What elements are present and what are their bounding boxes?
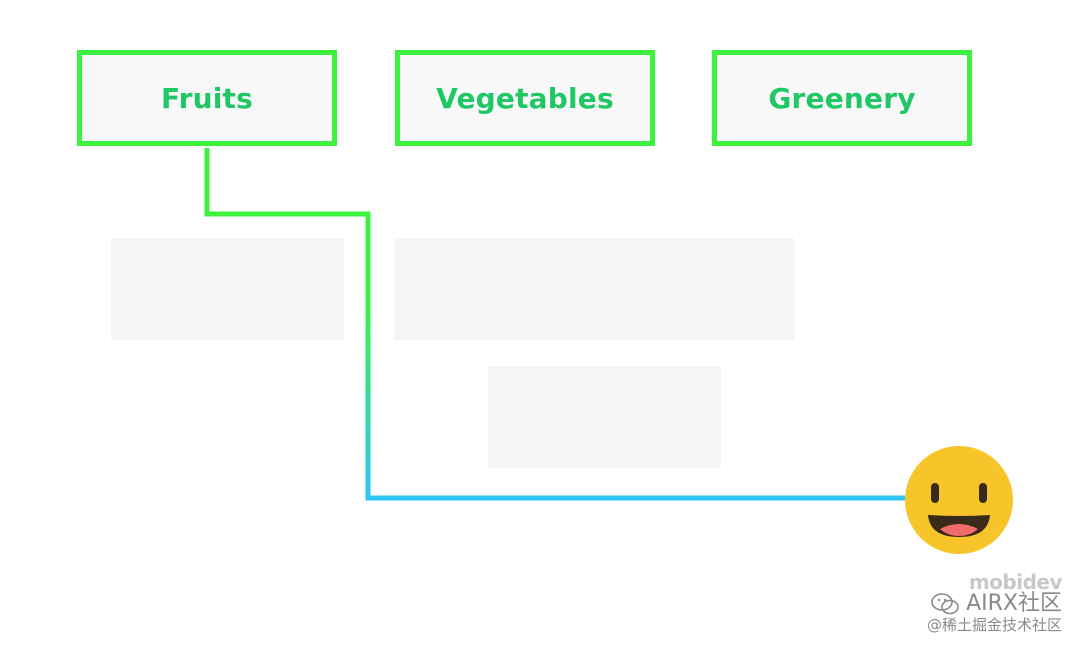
placeholder-block (488, 366, 721, 468)
category-box-fruits[interactable]: Fruits (77, 50, 337, 146)
placeholder-block (111, 238, 344, 340)
category-label: Greenery (768, 81, 916, 115)
watermark: mobidev AIRX社区 @稀土掘金技术社区 (926, 570, 1063, 634)
category-label: Vegetables (436, 81, 614, 115)
placeholder-block (394, 238, 794, 340)
smiling-face-icon (905, 446, 1013, 554)
watermark-community: AIRX社区 (966, 591, 1062, 616)
watermark-community-row: AIRX社区 (927, 592, 1062, 616)
wechat-icon (931, 593, 959, 615)
category-box-greenery[interactable]: Greenery (712, 50, 972, 146)
category-box-vegetables[interactable]: Vegetables (395, 50, 655, 146)
watermark-site: @稀土掘金技术社区 (926, 616, 1062, 634)
watermark-brand: mobidev (968, 570, 1063, 594)
category-label: Fruits (161, 81, 253, 115)
